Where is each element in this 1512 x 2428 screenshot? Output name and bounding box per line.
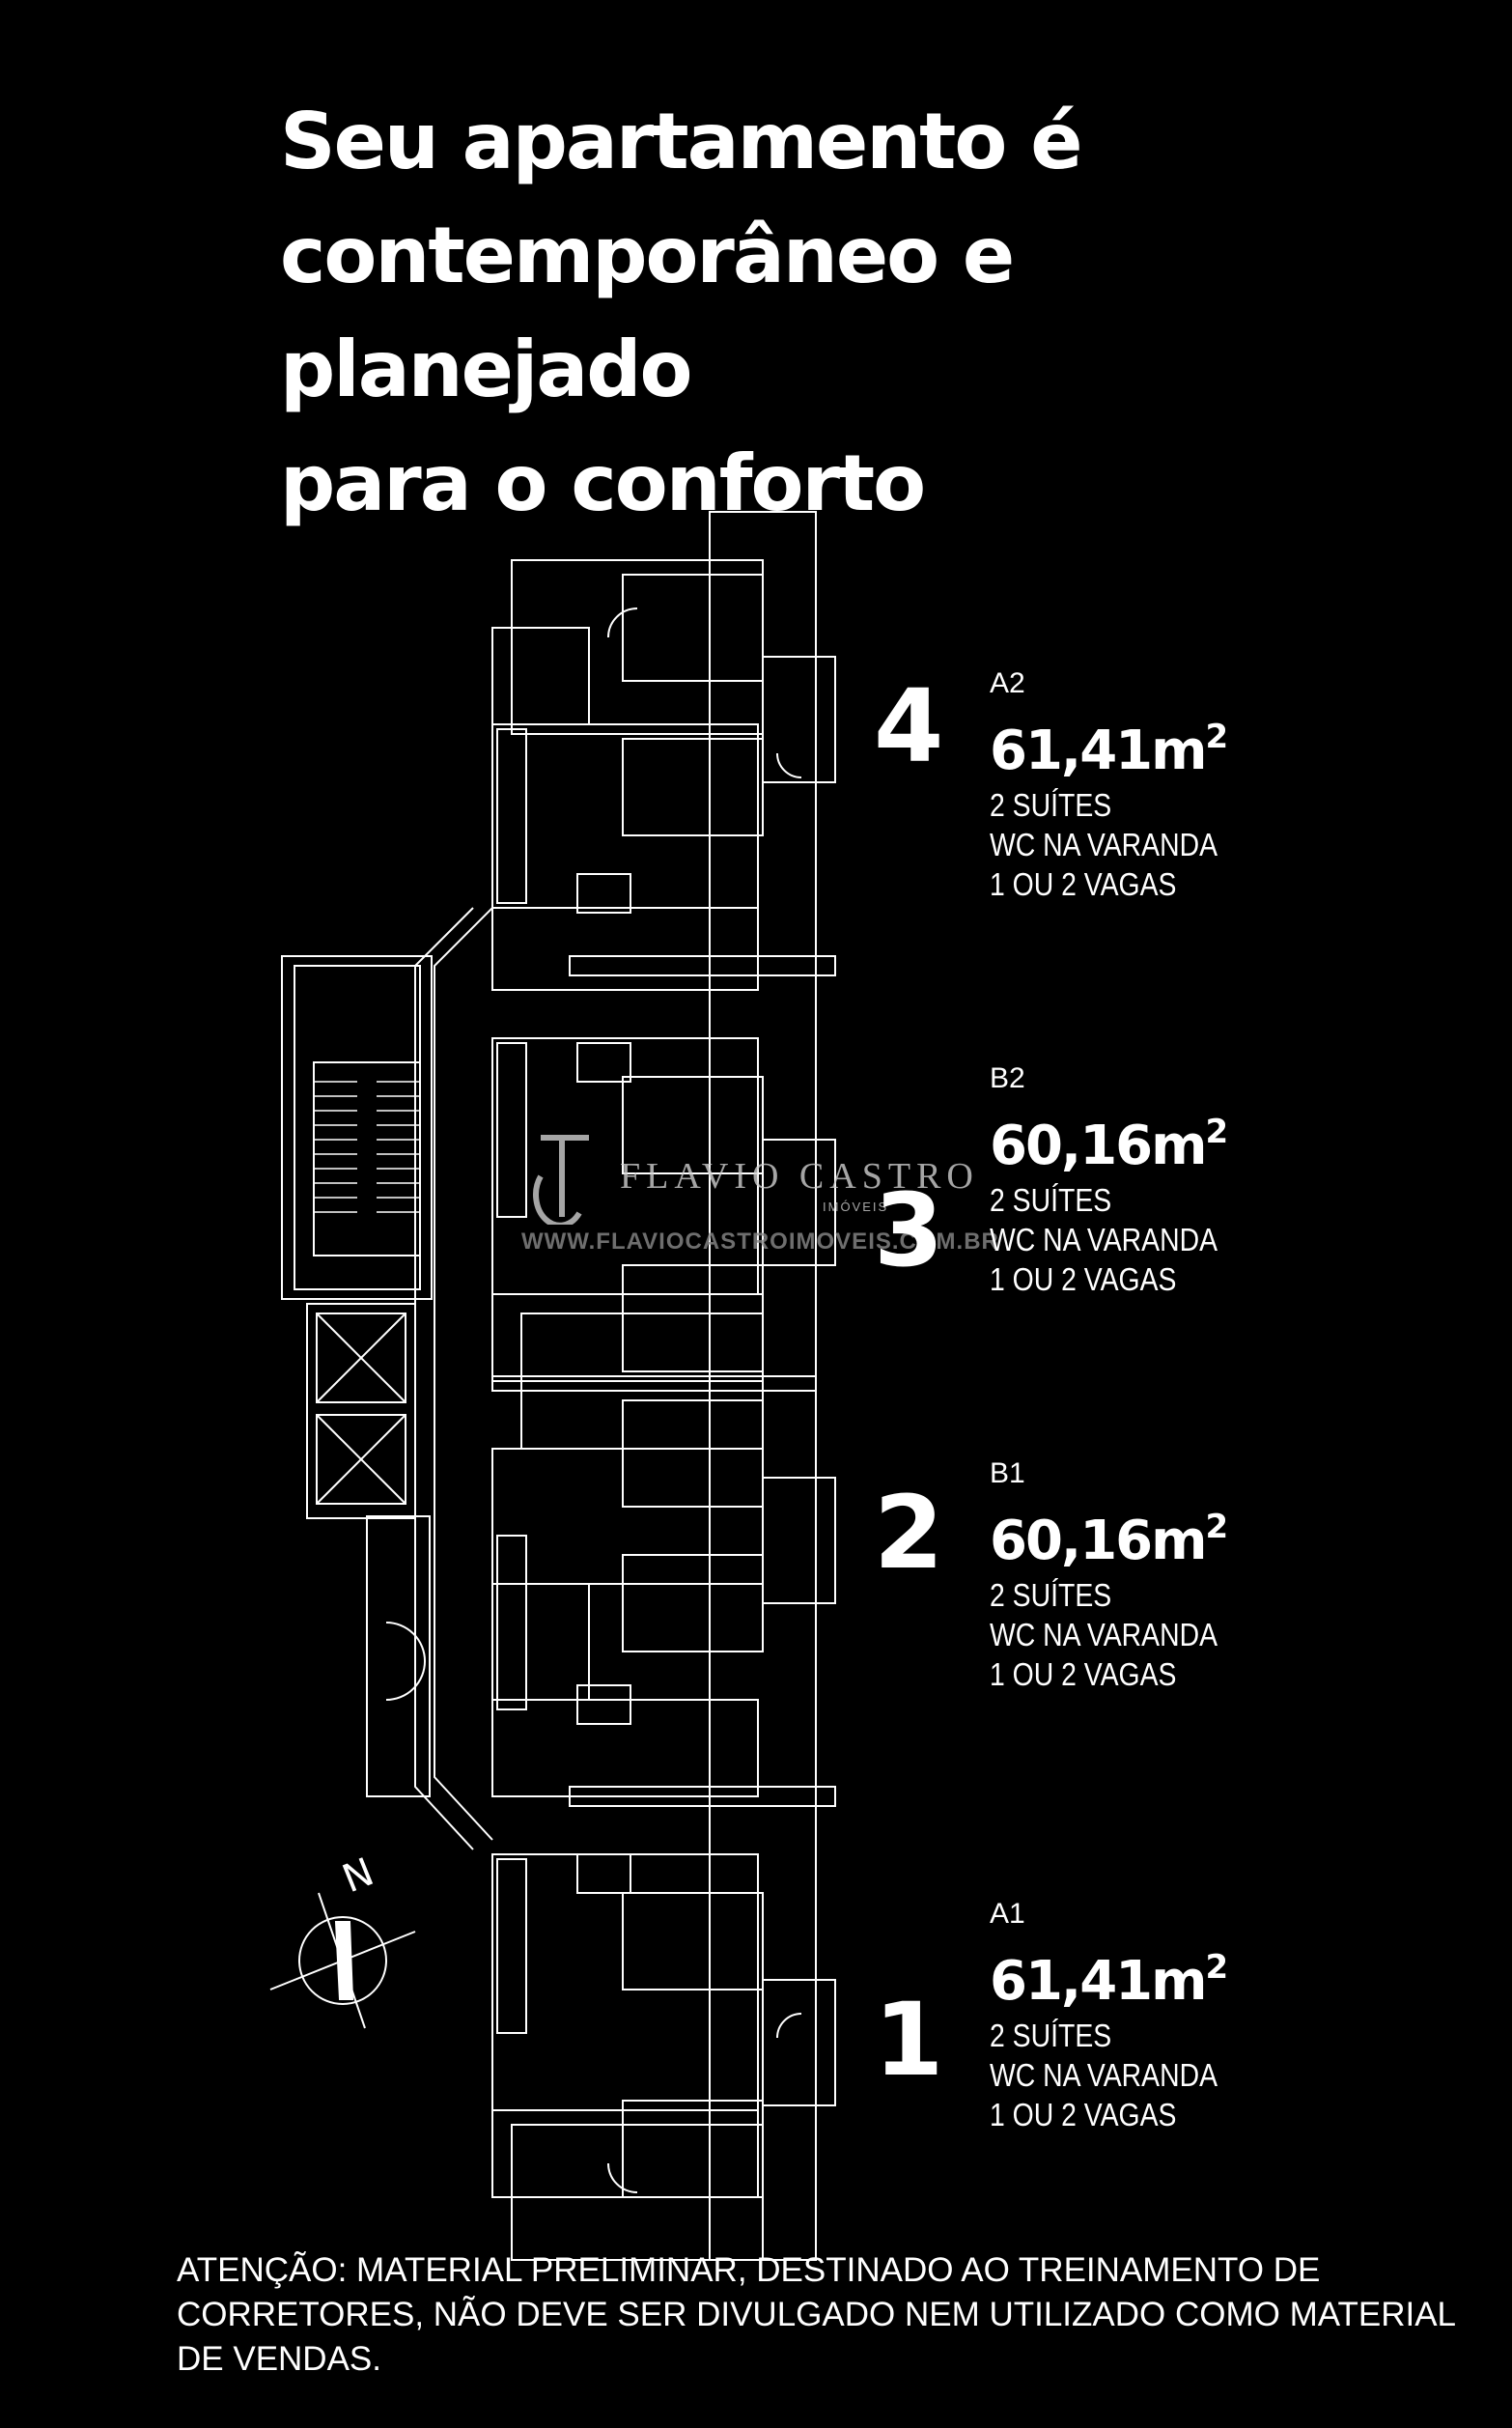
- unit-area: 60,16m2: [990, 1508, 1228, 1572]
- page-title: Seu apartamento é contemporâneo e planej…: [280, 97, 1082, 528]
- unit-feature: WC NA VARANDA: [990, 827, 1218, 862]
- unit-number: 4: [874, 667, 944, 785]
- unit-feature: WC NA VARANDA: [990, 1617, 1218, 1652]
- unit-feature: 1 OU 2 VAGAS: [990, 2097, 1177, 2132]
- compass-label: N: [337, 1849, 380, 1902]
- unit-info: A1 61,41m2 2 SUÍTES WC NA VARANDA 1 OU 2…: [990, 1895, 1395, 2134]
- unit-code: B2: [990, 1062, 1025, 1094]
- plan-balcony-wc-4: [762, 656, 836, 783]
- unit-feature: 2 SUÍTES: [990, 1182, 1112, 1218]
- compass-icon: [269, 1892, 416, 2029]
- unit-area: 60,16m2: [990, 1113, 1228, 1177]
- watermark-logo-icon: [533, 1135, 589, 1225]
- plan-room-unit4-top: [511, 559, 764, 735]
- unit-code: B1: [990, 1457, 1025, 1489]
- disclaimer: ATENÇÃO: MATERIAL PRELIMINAR, DESTINADO …: [177, 2251, 1455, 2378]
- plan-balcony-wc-3: [762, 1139, 836, 1266]
- unit-code: A1: [990, 1898, 1025, 1930]
- plan-balcony-wc-1: [762, 1979, 836, 2106]
- unit-feature: 1 OU 2 VAGAS: [990, 1261, 1177, 1297]
- unit-feature: WC NA VARANDA: [990, 1222, 1218, 1257]
- watermark-url: WWW.FLAVIOCASTROIMOVEIS.COM.BR: [521, 1228, 999, 1255]
- unit-number: 3: [874, 1172, 944, 1289]
- plan-stair-core: [281, 955, 433, 1300]
- unit-info: A2 61,41m2 2 SUÍTES WC NA VARANDA 1 OU 2…: [990, 664, 1395, 904]
- unit-feature: 2 SUÍTES: [990, 2018, 1112, 2053]
- plan-stair-steps: [314, 1081, 420, 1213]
- unit-info: B1 60,16m2 2 SUÍTES WC NA VARANDA 1 OU 2…: [990, 1454, 1395, 1694]
- unit-area: 61,41m2: [990, 1948, 1228, 2013]
- unit-feature: 1 OU 2 VAGAS: [990, 866, 1177, 902]
- unit-info: B2 60,16m2 2 SUÍTES WC NA VARANDA 1 OU 2…: [990, 1059, 1395, 1299]
- unit-number: 2: [874, 1474, 944, 1592]
- unit-area: 61,41m2: [990, 718, 1228, 782]
- unit-feature: 1 OU 2 VAGAS: [990, 1656, 1177, 1692]
- watermark-subtitle: IMÓVEIS: [823, 1200, 889, 1214]
- watermark-name: FLAVIO CASTRO: [620, 1156, 979, 1197]
- unit-feature: 2 SUÍTES: [990, 1577, 1112, 1613]
- plan-elevators: [306, 1303, 416, 1519]
- unit-feature: WC NA VARANDA: [990, 2057, 1218, 2093]
- unit-number: 1: [874, 1981, 944, 2099]
- plan-balcony-wc-2: [762, 1477, 836, 1604]
- unit-feature: 2 SUÍTES: [990, 787, 1112, 823]
- unit-code: A2: [990, 667, 1025, 699]
- plan-wall-divider: [569, 955, 836, 976]
